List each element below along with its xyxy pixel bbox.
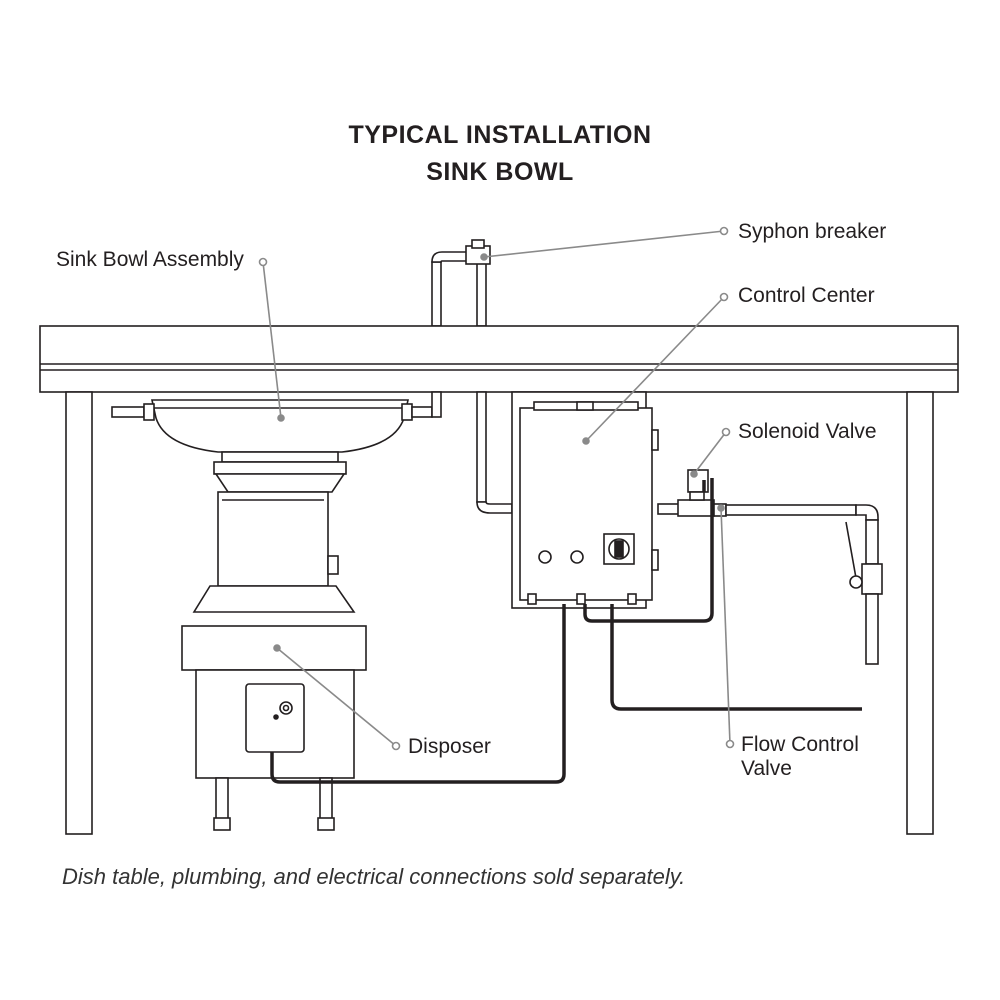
vertical-water-pipe: [476, 391, 513, 514]
leader-lines: [258, 226, 735, 751]
label-sink-bowl-assembly: Sink Bowl Assembly: [56, 248, 244, 271]
sink-bowl-assembly: [111, 391, 442, 475]
dish-table: [39, 325, 959, 835]
label-flow-control-valve-line-2: Valve: [741, 757, 792, 780]
control-center: [511, 391, 659, 609]
footnote: Dish table, plumbing, and electrical con…: [62, 864, 686, 889]
label-flow-control-valve-line-1: Flow Control: [741, 733, 859, 756]
electrical-cables: [270, 478, 862, 784]
label-disposer: Disposer: [408, 735, 491, 758]
supply-piping: [725, 504, 883, 665]
diagram-title-line-1: TYPICAL INSTALLATION: [348, 121, 652, 149]
solenoid-valve: [657, 469, 715, 517]
label-syphon-breaker: Syphon breaker: [738, 220, 887, 243]
label-solenoid-valve: Solenoid Valve: [738, 420, 877, 443]
syphon-breaker-piping: [431, 239, 491, 327]
diagram-title-line-2: SINK BOWL: [426, 158, 574, 186]
label-control-center: Control Center: [738, 284, 875, 307]
